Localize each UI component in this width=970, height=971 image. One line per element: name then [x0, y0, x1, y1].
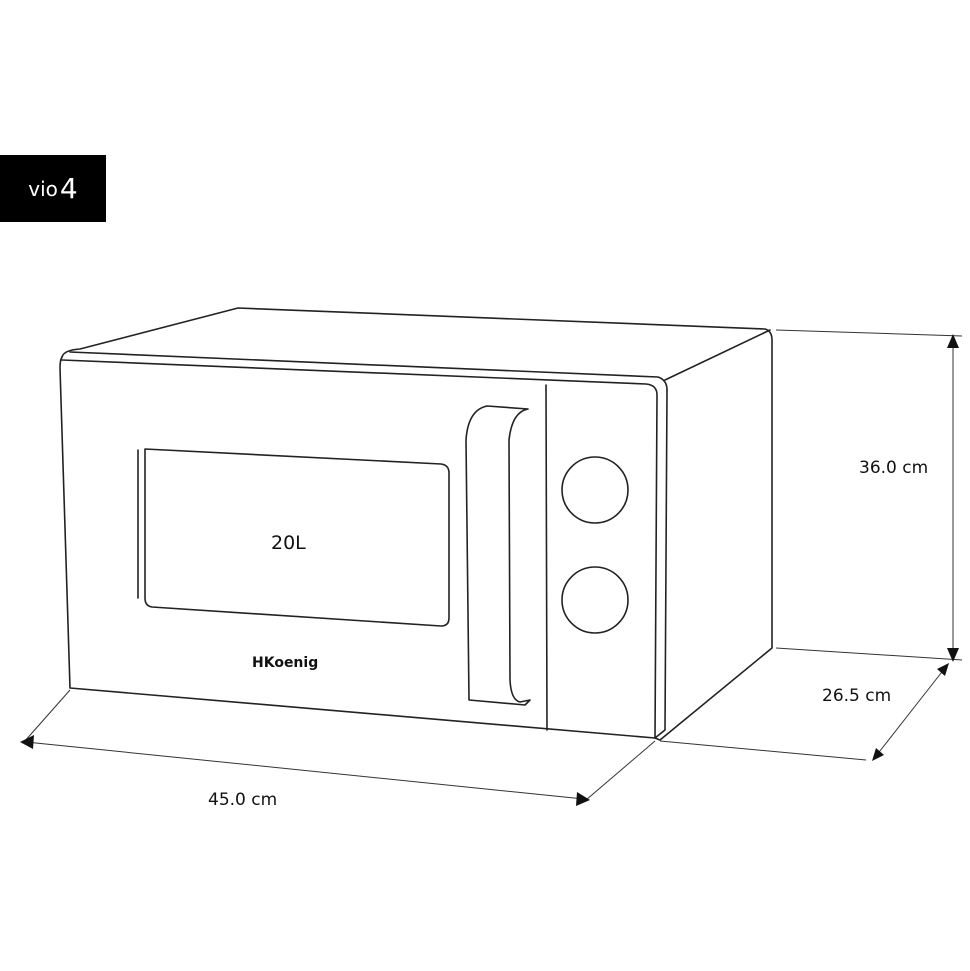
height-label: 36.0 cm	[859, 458, 928, 478]
badge-prefix: vio	[28, 176, 58, 201]
arrow-icon	[20, 735, 34, 749]
control-panel-divider	[545, 384, 548, 731]
top-face	[61, 307, 773, 741]
depth-dimension-line	[875, 667, 946, 757]
arrow-icon	[937, 663, 949, 676]
width-ext-right	[585, 740, 656, 801]
front-face	[59, 356, 658, 739]
door-handle	[465, 405, 531, 706]
badge-number: 4	[59, 172, 78, 205]
front-right-edge	[654, 389, 668, 739]
width-ext-left	[23, 689, 71, 743]
brand-logo: HKoenig	[252, 655, 318, 671]
height-ext-bottom	[775, 647, 963, 661]
arrow-icon	[947, 334, 959, 348]
timer-knob[interactable]	[561, 456, 629, 524]
depth-ext-line	[659, 740, 867, 761]
window	[144, 448, 450, 627]
capacity-label: 20L	[271, 532, 306, 554]
arrow-icon	[872, 748, 884, 761]
height-ext-top	[775, 329, 963, 337]
depth-label: 26.5 cm	[822, 686, 891, 706]
top-front-edge	[69, 351, 668, 391]
arrow-icon	[576, 792, 590, 806]
arrow-icon	[947, 648, 959, 662]
width-dimension-line	[25, 741, 585, 800]
top-right-edge	[664, 329, 771, 381]
width-label: 45.0 cm	[208, 790, 277, 810]
power-knob[interactable]	[561, 566, 629, 634]
